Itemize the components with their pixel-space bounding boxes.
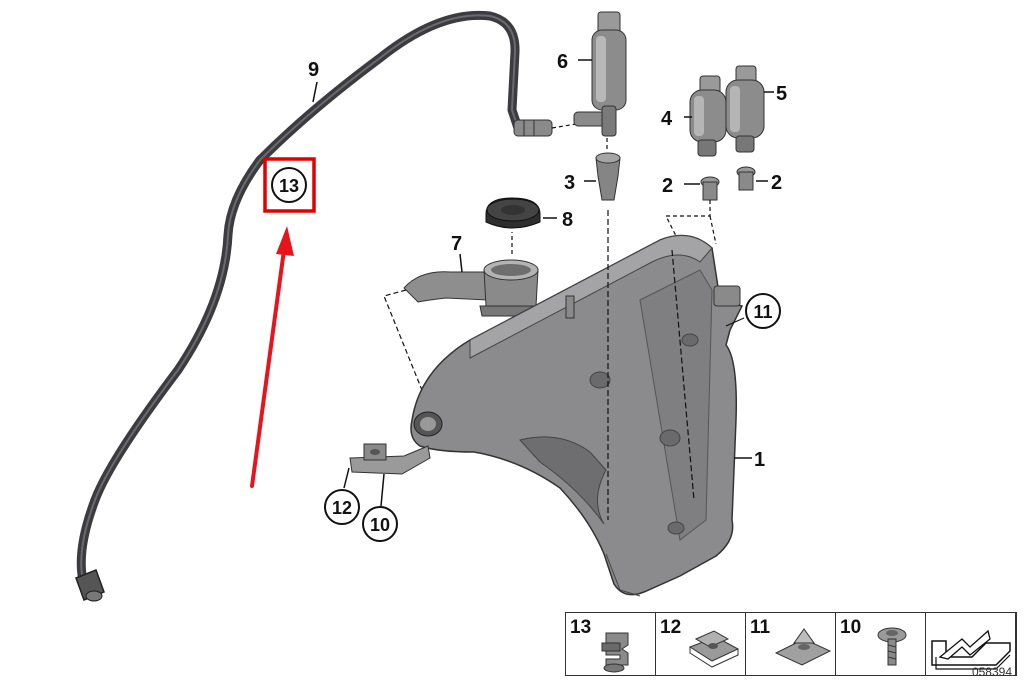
highlight-arrow — [250, 226, 294, 488]
highlight-box — [263, 157, 316, 213]
legend-cell-12: 12 — [656, 613, 746, 675]
callout-11: 11 — [745, 293, 781, 329]
hose-part — [75, 10, 523, 602]
label-7: 7 — [451, 233, 462, 255]
connector-part — [513, 119, 577, 137]
callout-13: 13 — [271, 167, 307, 203]
label-6: 6 — [557, 51, 568, 73]
part-code: 058394 — [971, 665, 1012, 679]
label-3: 3 — [564, 172, 575, 194]
pump-4-part — [689, 75, 727, 157]
legend-cell-plate — [926, 613, 1016, 675]
label-2-left: 2 — [662, 175, 673, 197]
clip-icon — [601, 632, 629, 673]
bracket-part — [349, 443, 431, 475]
fastener-legend: 13 12 11 10 — [565, 612, 1017, 679]
legend-cell-10: 10 — [836, 613, 926, 675]
label-11: 11 — [753, 302, 772, 322]
label-13: 13 — [279, 176, 299, 196]
legend-num-13: 13 — [570, 617, 592, 638]
label-12: 12 — [332, 498, 352, 518]
label-8: 8 — [562, 209, 573, 231]
callout-12: 12 — [324, 489, 360, 525]
cap-part — [485, 197, 541, 229]
plate-nut-icon — [774, 628, 832, 666]
grommet-2-left-part — [700, 176, 720, 201]
label-10: 10 — [370, 515, 390, 535]
callout-10: 10 — [362, 506, 398, 542]
pump-part — [573, 11, 627, 137]
label-1: 1 — [754, 449, 765, 471]
label-5: 5 — [776, 83, 787, 105]
legend-cell-11: 11 — [746, 613, 836, 675]
screw-icon — [877, 627, 907, 666]
label-4: 4 — [661, 108, 673, 130]
grommet-2-right-part — [736, 166, 756, 191]
label-9: 9 — [308, 59, 319, 81]
nut-clip-icon — [688, 630, 740, 668]
legend-num-11: 11 — [750, 617, 771, 638]
label-2-right: 2 — [771, 172, 782, 194]
legend-num-12: 12 — [660, 617, 682, 638]
filler-neck-part — [403, 232, 543, 317]
mounting-plate-arrow-icon — [931, 629, 1011, 670]
reservoir-tank-part — [410, 210, 744, 597]
grommet-part — [595, 152, 621, 201]
legend-cell-13: 13 — [566, 613, 656, 675]
legend-num-10: 10 — [840, 617, 862, 638]
pump-5-part — [725, 65, 765, 153]
